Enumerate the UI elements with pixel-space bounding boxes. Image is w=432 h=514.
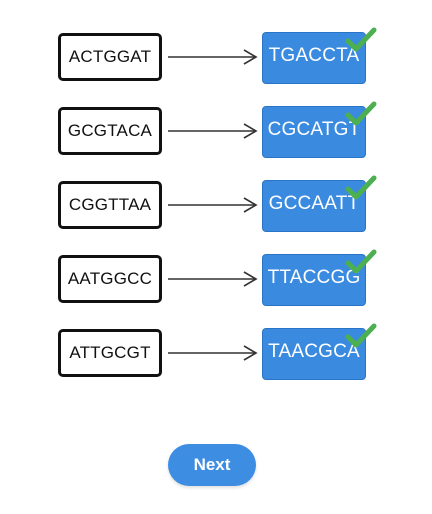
- pair-row-2: GCGTACA CGCATGT: [0, 101, 432, 160]
- pair-row-3: CGGTTAA GCCAATT: [0, 175, 432, 234]
- target-sequence-box[interactable]: TTACCGG: [262, 254, 366, 306]
- source-sequence-box: ACTGGAT: [58, 33, 162, 81]
- checkmark-icon: [345, 249, 377, 274]
- checkmark-icon: [345, 27, 377, 52]
- source-sequence-box: ATTGCGT: [58, 329, 162, 377]
- pair-row-5: ATTGCGT TAACGCA: [0, 323, 432, 382]
- pair-row-1: ACTGGAT TGACCTA: [0, 27, 432, 86]
- right-arrow-icon: [168, 197, 258, 213]
- right-arrow-icon: [168, 49, 258, 65]
- source-sequence-box: CGGTTAA: [58, 181, 162, 229]
- right-arrow-icon: [168, 345, 258, 361]
- checkmark-icon: [345, 101, 377, 126]
- checkmark-icon: [345, 323, 377, 348]
- right-arrow-icon: [168, 123, 258, 139]
- source-sequence-box: AATGGCC: [58, 255, 162, 303]
- next-button[interactable]: Next: [168, 444, 256, 486]
- source-sequence-box: GCGTACA: [58, 107, 162, 155]
- right-arrow-icon: [168, 271, 258, 287]
- pair-row-4: AATGGCC TTACCGG: [0, 249, 432, 308]
- checkmark-icon: [345, 175, 377, 200]
